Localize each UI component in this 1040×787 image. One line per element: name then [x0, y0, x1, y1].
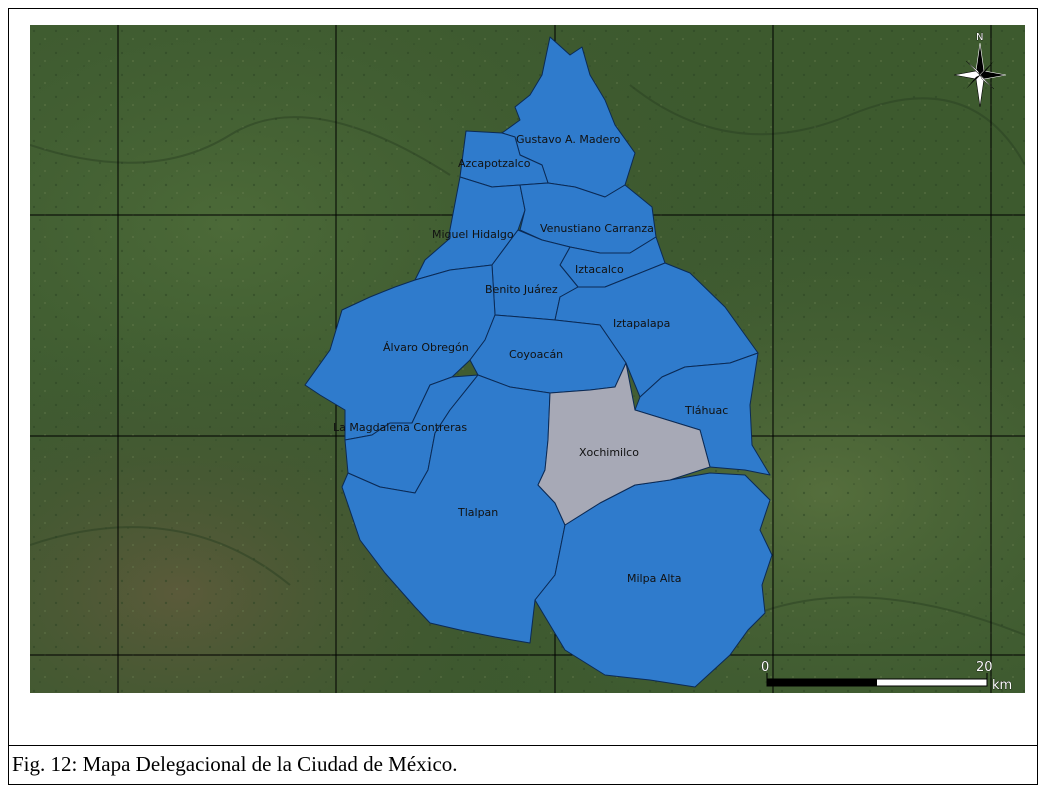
label-tlalpan: Tlalpan: [457, 506, 498, 519]
borough-milpa-alta[interactable]: [534, 472, 773, 688]
label-iztapalapa: Iztapalapa: [613, 317, 670, 330]
north-label: N: [976, 32, 983, 43]
label-gustavo-a-madero: Gustavo A. Madero: [516, 133, 621, 146]
scale-end-label: 20: [976, 660, 993, 675]
caption-divider: [8, 745, 1038, 746]
label-xochimilco: Xochimilco: [579, 446, 639, 459]
label-azcapotzalco: Azcapotzalco: [458, 157, 531, 170]
label-miguel-hidalgo: Miguel Hidalgo: [432, 228, 514, 241]
label-milpa-alta: Milpa Alta: [627, 572, 681, 585]
label-alvaro-obregon: Álvaro Obregón: [383, 341, 469, 354]
label-la-magdalena-contreras: La Magdalena Contreras: [333, 421, 467, 434]
scale-unit-label: km: [992, 678, 1012, 693]
label-benito-juarez: Benito Juárez: [485, 283, 558, 296]
map-canvas: Gustavo A. Madero Azcapotzalco Miguel Hi…: [30, 25, 1025, 693]
borough-labels: Gustavo A. Madero Azcapotzalco Miguel Hi…: [333, 133, 728, 585]
figure-caption: Fig. 12: Mapa Delegacional de la Ciudad …: [12, 752, 458, 776]
label-tlahuac: Tláhuac: [684, 404, 728, 417]
label-venustiano-carranza: Venustiano Carranza: [540, 222, 654, 235]
borough-polygons: [304, 36, 773, 688]
scale-bar: 0 20 km: [761, 660, 1013, 693]
label-coyoacan: Coyoacán: [509, 348, 563, 361]
scale-bar-segment: [767, 679, 877, 686]
map-panel: Gustavo A. Madero Azcapotzalco Miguel Hi…: [30, 25, 1025, 693]
compass-rose-icon: N: [953, 32, 1007, 108]
scale-start-label: 0: [761, 660, 769, 675]
borough-xochimilco[interactable]: [537, 362, 711, 526]
terrain-ridges: [30, 84, 1025, 636]
label-iztacalco: Iztacalco: [575, 263, 624, 276]
